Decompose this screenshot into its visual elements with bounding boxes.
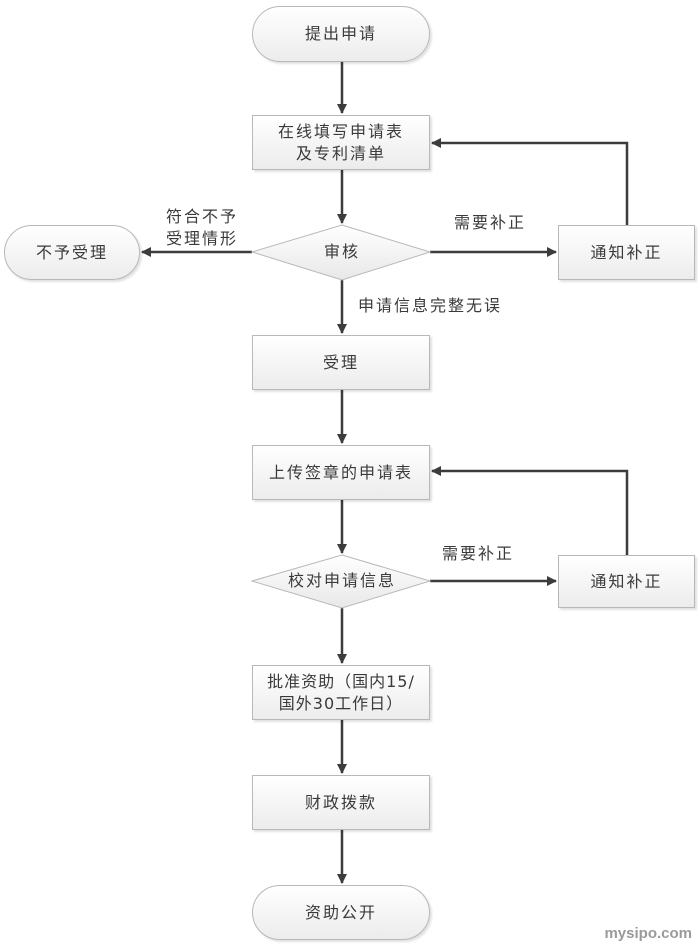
edge-notify1-to-fill xyxy=(431,138,629,225)
decision-review-shape xyxy=(250,224,432,281)
node-notify1: 通知补正 xyxy=(558,225,695,280)
node-notify1-label: 通知补正 xyxy=(590,242,663,262)
node-upload: 上传签章的申请表 xyxy=(252,445,430,500)
node-upload-label: 上传签章的申请表 xyxy=(268,462,413,482)
node-review-label: 审核 xyxy=(323,242,360,261)
node-start: 提出申请 xyxy=(252,6,430,62)
node-fill-form-label: 在线填写申请表 及专利清单 xyxy=(277,121,404,163)
node-verify: 校对申请信息 xyxy=(262,569,422,593)
node-funding: 财政拨款 xyxy=(252,775,430,830)
node-notify2: 通知补正 xyxy=(558,555,695,608)
node-accept: 受理 xyxy=(252,335,430,390)
node-publish: 资助公开 xyxy=(252,885,430,940)
node-reject: 不予受理 xyxy=(4,225,140,280)
node-fill-form: 在线填写申请表 及专利清单 xyxy=(252,115,430,170)
edge-label-complete: 申请信息完整无误 xyxy=(358,296,503,315)
node-verify-label: 校对申请信息 xyxy=(287,571,396,590)
edge-label-needs-fix-1: 需要补正 xyxy=(454,213,527,232)
node-approve: 批准资助（国内15/ 国外30工作日） xyxy=(252,665,430,720)
node-accept-label: 受理 xyxy=(322,352,359,372)
node-review: 审核 xyxy=(292,240,392,264)
edge-label-reject-condition: 符合不予 受理情形 xyxy=(166,207,239,248)
node-reject-label: 不予受理 xyxy=(35,242,108,262)
node-approve-label: 批准资助（国内15/ 国外30工作日） xyxy=(267,671,415,713)
edge-notify2-to-upload xyxy=(431,466,629,555)
node-publish-label: 资助公开 xyxy=(304,902,377,922)
watermark: mysipo.com xyxy=(604,925,692,942)
node-notify2-label: 通知补正 xyxy=(590,571,663,591)
node-start-label: 提出申请 xyxy=(304,24,377,43)
decision-verify-shape xyxy=(250,554,432,609)
edge-label-needs-fix-2: 需要补正 xyxy=(442,544,515,563)
node-funding-label: 财政拨款 xyxy=(304,792,377,812)
